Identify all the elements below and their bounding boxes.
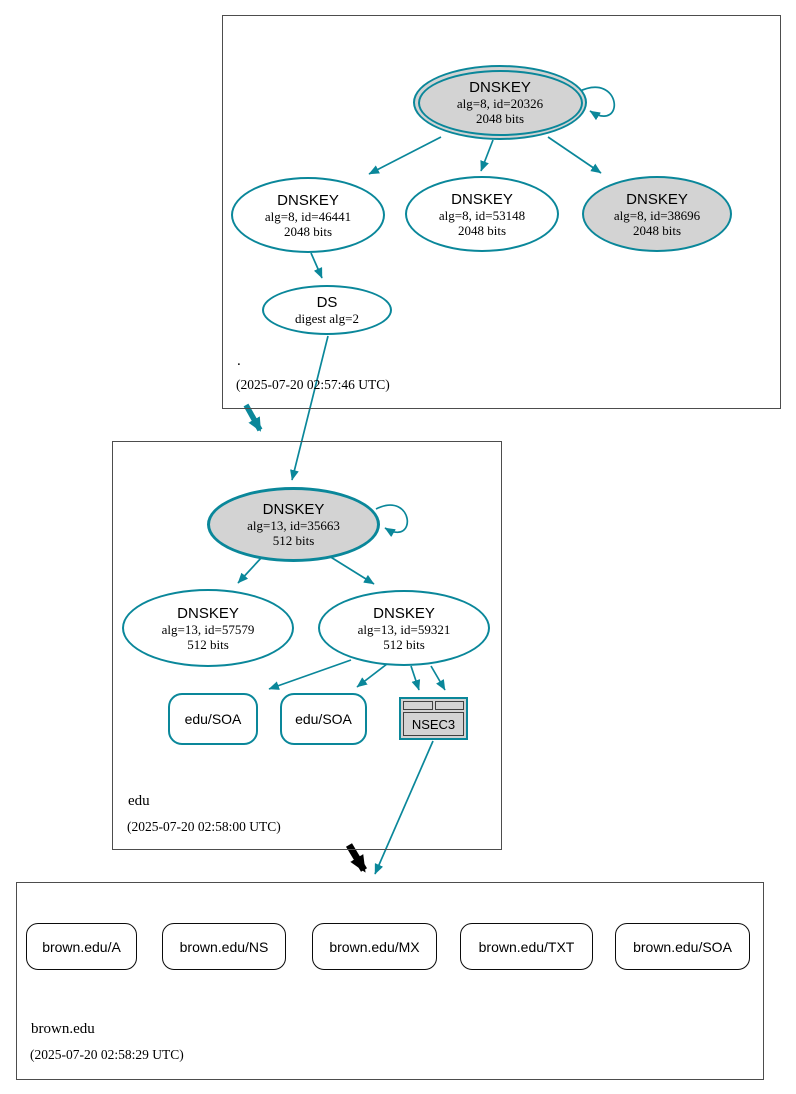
node-bits: 2048 bits bbox=[475, 111, 525, 126]
node-title: DS bbox=[316, 294, 338, 311]
node-detail: alg=13, id=35663 bbox=[247, 518, 340, 533]
node-bits: 512 bits bbox=[187, 636, 229, 652]
zone-label-brown-edu: brown.edu bbox=[31, 1021, 95, 1037]
node-title: DNSKEY bbox=[373, 604, 435, 622]
edge-dnskey46441-to-ds bbox=[310, 252, 323, 279]
ds-node: DS digest alg=2 bbox=[262, 285, 392, 335]
rrset-node-brown-edu-txt: brown.edu/TXT bbox=[460, 923, 593, 970]
rrset-node-edu-soa-right: edu/SOA bbox=[280, 693, 367, 745]
edge-ksk35663-to-dnskey57579 bbox=[237, 556, 263, 584]
rrset-label: edu/SOA bbox=[184, 711, 242, 727]
edge-dnskey59321-to-soa-left bbox=[268, 659, 352, 690]
edge-ksk20326-self-loop bbox=[577, 86, 616, 121]
rrset-label: brown.edu/TXT bbox=[478, 938, 575, 955]
nsec3-label: NSEC3 bbox=[403, 712, 464, 736]
node-detail: alg=8, id=53148 bbox=[438, 207, 526, 223]
dnskey-node-59321: DNSKEY alg=13, id=59321 512 bits bbox=[318, 590, 490, 666]
node-bits: 512 bits bbox=[383, 636, 425, 652]
nsec3-header-cell bbox=[403, 701, 433, 710]
edge-ksk35663-to-dnskey59321 bbox=[328, 555, 375, 585]
nsec3-header-cell bbox=[434, 701, 464, 710]
zone-label-edu: edu bbox=[128, 793, 150, 809]
edge-ksk20326-to-dnskey38696 bbox=[547, 136, 602, 174]
rrset-node-brown-edu-soa: brown.edu/SOA bbox=[615, 923, 750, 970]
node-detail: alg=8, id=46441 bbox=[264, 208, 352, 224]
rrset-label: brown.edu/SOA bbox=[633, 938, 732, 955]
node-title: DNSKEY bbox=[277, 191, 339, 209]
rrset-label: brown.edu/MX bbox=[329, 938, 420, 955]
zone-timestamp-edu: (2025-07-20 02:58:00 UTC) bbox=[127, 819, 281, 834]
node-bits: 2048 bits bbox=[457, 222, 507, 238]
zone-box-root bbox=[222, 15, 781, 409]
zone-timestamp-brown-edu: (2025-07-20 02:58:29 UTC) bbox=[30, 1047, 184, 1062]
dnskey-node-38696: DNSKEY alg=8, id=38696 2048 bits bbox=[582, 176, 732, 252]
rrset-node-brown-edu-mx: brown.edu/MX bbox=[312, 923, 437, 970]
dnskey-node-57579: DNSKEY alg=13, id=57579 512 bits bbox=[122, 589, 294, 667]
node-title: DNSKEY bbox=[451, 190, 513, 208]
node-bits: 2048 bits bbox=[632, 222, 682, 238]
dnskey-node-20326: DNSKEY alg=8, id=20326 2048 bits bbox=[413, 65, 587, 140]
nsec3-header-row bbox=[403, 701, 464, 710]
node-title: DNSKEY bbox=[626, 190, 688, 208]
node-detail: alg=13, id=59321 bbox=[357, 621, 451, 637]
rrset-label: brown.edu/NS bbox=[179, 938, 269, 955]
edge-ksk20326-to-dnskey53148 bbox=[480, 139, 494, 172]
node-title: DNSKEY bbox=[177, 604, 239, 622]
delegation-arrow-root-to-edu bbox=[243, 403, 263, 432]
node-title: DNSKEY bbox=[262, 501, 325, 518]
node-bits: 512 bits bbox=[272, 533, 315, 548]
edge-ksk20326-to-dnskey46441 bbox=[368, 136, 442, 175]
node-title: DNSKEY bbox=[469, 79, 531, 96]
zone-box-edu bbox=[112, 441, 502, 850]
edge-ksk35663-self-loop bbox=[375, 504, 409, 538]
rrset-node-edu-soa-left: edu/SOA bbox=[168, 693, 258, 745]
rrset-node-brown-edu-a: brown.edu/A bbox=[26, 923, 137, 970]
node-detail: digest alg=2 bbox=[294, 311, 360, 326]
node-detail: alg=13, id=57579 bbox=[161, 621, 255, 637]
zone-label-root: . bbox=[237, 353, 241, 369]
nsec3-node: NSEC3 bbox=[399, 697, 468, 740]
node-detail: alg=8, id=20326 bbox=[456, 96, 544, 111]
rrset-node-brown-edu-ns: brown.edu/NS bbox=[162, 923, 286, 970]
rrset-label: brown.edu/A bbox=[42, 938, 121, 955]
dnskey-node-35663: DNSKEY alg=13, id=35663 512 bits bbox=[207, 487, 380, 562]
edge-dnskey59321-to-nsec3-right bbox=[430, 665, 446, 691]
edge-nsec3-to-brown-zone bbox=[374, 740, 434, 875]
node-detail: alg=8, id=38696 bbox=[613, 207, 701, 223]
zone-timestamp-root: (2025-07-20 02:57:46 UTC) bbox=[236, 377, 390, 392]
dnskey-node-53148: DNSKEY alg=8, id=53148 2048 bits bbox=[405, 176, 559, 252]
node-bits: 2048 bits bbox=[283, 223, 333, 239]
rrset-label: edu/SOA bbox=[295, 711, 352, 727]
dnskey-node-46441: DNSKEY alg=8, id=46441 2048 bits bbox=[231, 177, 385, 253]
edge-dnskey59321-to-nsec3-left bbox=[410, 665, 421, 691]
zone-box-brown-edu bbox=[16, 882, 764, 1080]
edge-dnskey59321-to-soa-right bbox=[356, 663, 388, 688]
